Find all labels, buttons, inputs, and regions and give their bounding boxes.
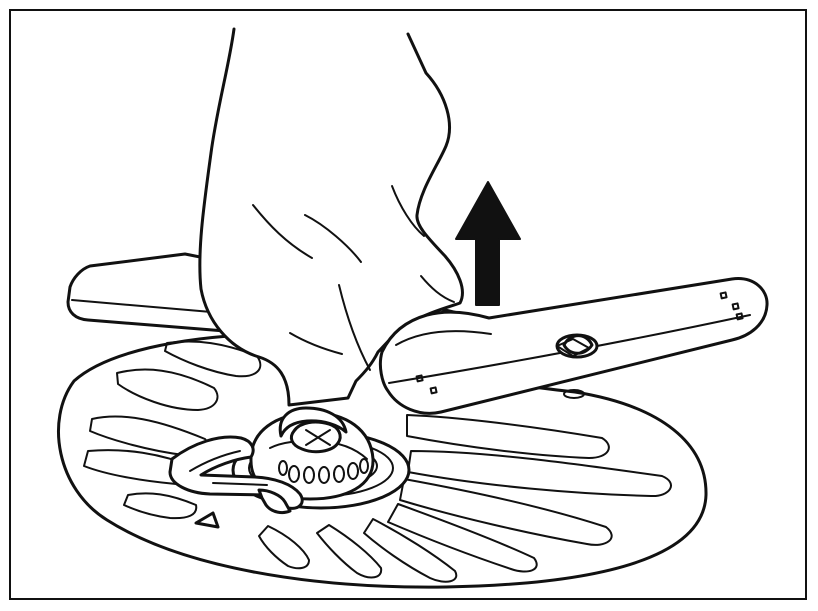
filter-handle xyxy=(168,435,304,515)
up-arrow-icon xyxy=(455,181,521,306)
spray-arm-right xyxy=(378,277,769,415)
filter-holes xyxy=(278,458,369,484)
hand-icon xyxy=(198,27,464,407)
spray-nozzles xyxy=(415,291,744,395)
spray-arm-hub xyxy=(555,333,599,399)
floor-ribs xyxy=(83,340,672,583)
triangle-marker-icon xyxy=(194,511,220,529)
